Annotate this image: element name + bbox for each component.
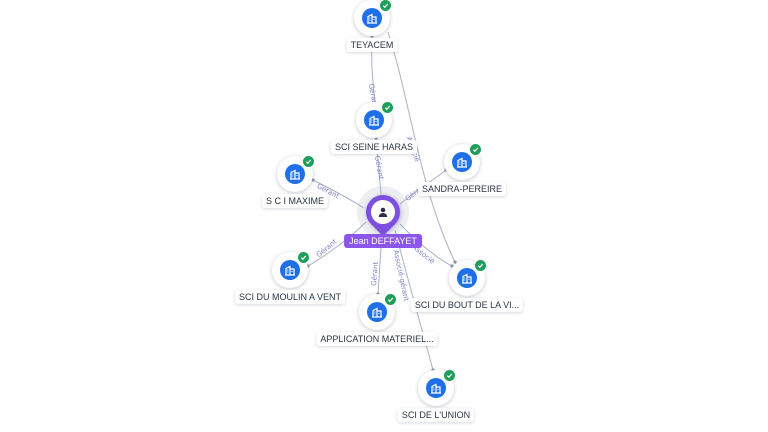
edge-label: Gérant: [373, 155, 385, 180]
verified-check-icon: [297, 251, 310, 264]
verified-check-icon: [302, 155, 315, 168]
building-icon: [452, 152, 472, 172]
company-node-label[interactable]: APPLICATION MATERIEL...: [316, 332, 438, 346]
company-node-label[interactable]: SANDRA-PEREIRE: [417, 182, 507, 196]
person-node-label[interactable]: Jean DEFFAYET: [344, 234, 422, 248]
verified-check-icon: [381, 101, 394, 114]
verified-check-icon: [379, 0, 392, 12]
edge-label: Gérant: [370, 261, 380, 286]
building-icon: [364, 110, 384, 130]
company-node-label[interactable]: SCI DE L'UNION: [397, 408, 475, 422]
building-icon: [362, 8, 382, 28]
edge-jean-bout[interactable]: [399, 223, 453, 267]
edge-jean-maxime[interactable]: [312, 179, 365, 209]
verified-check-icon: [469, 143, 482, 156]
building-icon: [426, 378, 446, 398]
company-node-label[interactable]: SCI DU MOULIN A VENT: [234, 290, 346, 304]
edge-jean-moulin[interactable]: [307, 221, 367, 267]
verified-check-icon: [384, 293, 397, 306]
building-icon: [285, 164, 305, 184]
building-icon: [367, 302, 387, 322]
company-node-label[interactable]: S C I MAXIME: [261, 194, 329, 208]
company-node-label[interactable]: SCI DU BOUT DE LA VI...: [410, 298, 524, 312]
company-node-label[interactable]: SCI SEINE HARAS: [330, 140, 418, 154]
verified-check-icon: [474, 259, 487, 272]
building-icon: [280, 260, 300, 280]
building-icon: [457, 268, 477, 288]
company-node-label[interactable]: TEYACEM: [346, 38, 398, 52]
verified-check-icon: [443, 369, 456, 382]
person-icon: [371, 200, 395, 224]
